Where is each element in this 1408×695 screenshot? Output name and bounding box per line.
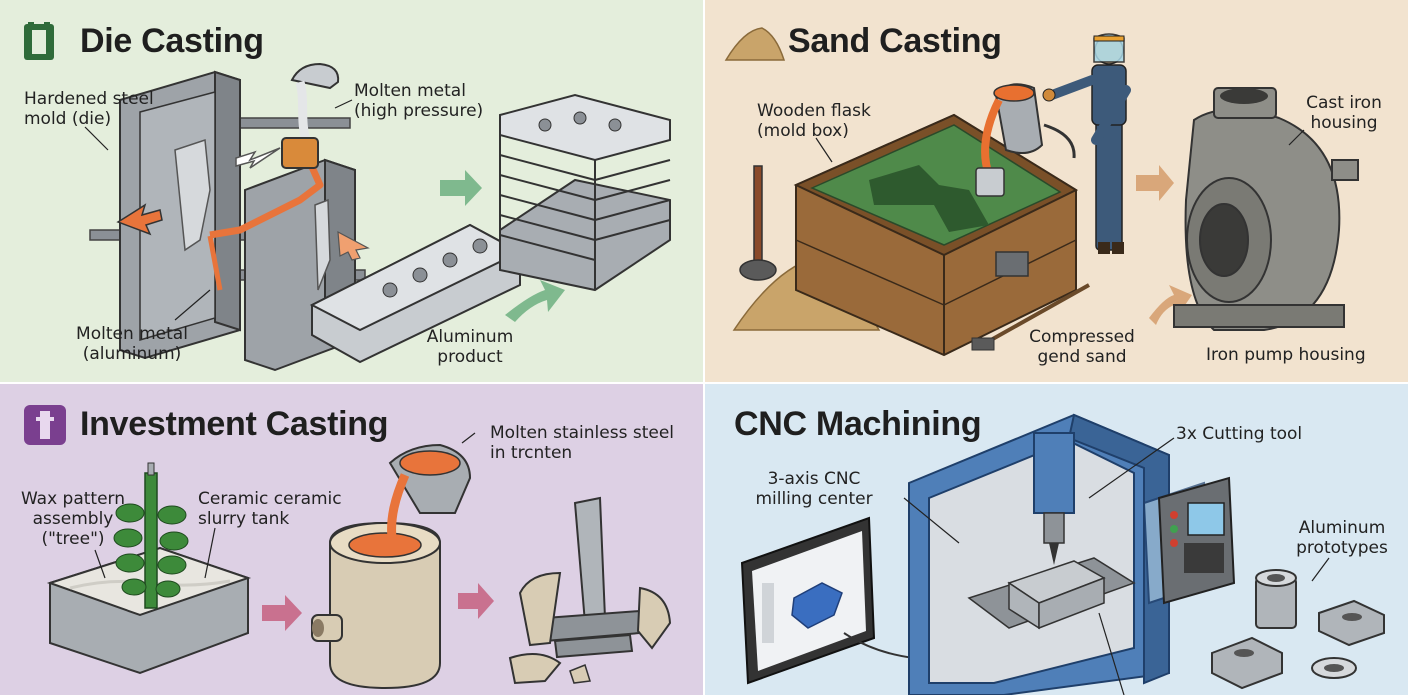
die-mold-icon xyxy=(24,22,54,60)
aluminum-product-label: Aluminum product xyxy=(426,327,514,367)
iron-pump-housing xyxy=(1173,87,1359,331)
investment-casting-title: Investment Casting xyxy=(80,405,389,443)
foundry-worker xyxy=(1042,33,1131,254)
pink-arrow-icon-2 xyxy=(458,583,494,619)
cad-monitor xyxy=(740,516,876,685)
die-casting-illustration xyxy=(24,22,671,372)
iron-pump-housing-label: Iron pump housing xyxy=(1206,345,1366,365)
stacked-products xyxy=(499,93,671,292)
cnc-milling-machine xyxy=(908,413,1211,695)
vertical-divider xyxy=(703,0,705,695)
panel-sand-casting: Sand Casting Wooden flask (mold box) Cas… xyxy=(704,0,1408,383)
ceramic-shell-mold xyxy=(311,521,441,690)
cnc-machining-illustration xyxy=(740,413,1385,695)
compressed-sand-label: Compressed gend sand xyxy=(1029,327,1135,367)
sand-casting-illustration xyxy=(724,27,1359,357)
curved-green-arrow-icon xyxy=(505,280,565,322)
aluminum-prototypes-label: Aluminum prototypes xyxy=(1296,518,1388,558)
wooden-flask-label: Wooden flask (mold box) xyxy=(757,101,871,141)
rammer-tool xyxy=(739,165,777,281)
tan-arrow-icon xyxy=(1136,165,1174,201)
die-mold-label: Hardened steel mold (die) xyxy=(24,89,154,129)
molten-high-pressure-label: Molten metal (high pressure) xyxy=(354,81,484,121)
panel-die-casting: Die Casting Hardened steel mold (die) Mo… xyxy=(0,0,704,383)
wax-pattern-label: Wax pattern assembly ("tree") xyxy=(20,489,126,549)
milling-center-label: 3-axis CNC milling center xyxy=(755,469,873,509)
wax-tree-icon xyxy=(24,405,66,445)
crucible xyxy=(387,443,472,539)
pouring-ladle xyxy=(975,83,1076,197)
pink-arrow-icon xyxy=(262,595,302,631)
curved-tan-arrow-icon xyxy=(1149,285,1192,325)
sand-casting-title: Sand Casting xyxy=(788,22,1002,60)
ceramic-slurry-label: Ceramic ceramic slurry tank xyxy=(198,489,342,529)
cnc-control-panel xyxy=(1157,476,1236,605)
aluminum-prototypes xyxy=(1211,569,1385,690)
wax-tree xyxy=(113,462,189,609)
cast-iron-housing-label: Cast iron housing xyxy=(1306,93,1382,133)
cutting-tool-label: 3x Cutting tool xyxy=(1176,424,1303,444)
panel-investment-casting: Investment Casting Molten stainless stee… xyxy=(0,383,704,695)
die-casting-title: Die Casting xyxy=(80,22,264,60)
turbine-blade-part xyxy=(508,496,672,685)
left-die-block xyxy=(119,70,241,360)
panel-cnc-machining: CNC Machining 3x Cutting tool 3-axis CNC… xyxy=(704,383,1408,695)
ladle xyxy=(281,62,340,169)
molten-stainless-label: Molten stainless steel in trcnten xyxy=(490,423,674,463)
investment-casting-illustration xyxy=(24,405,672,690)
sand-pile-icon xyxy=(724,27,786,61)
molten-aluminum-label: Molten metal (aluminum) xyxy=(76,324,188,364)
wooden-flask xyxy=(793,113,1079,357)
cnc-machining-title: CNC Machining xyxy=(734,405,982,443)
green-arrow-icon xyxy=(440,170,482,206)
